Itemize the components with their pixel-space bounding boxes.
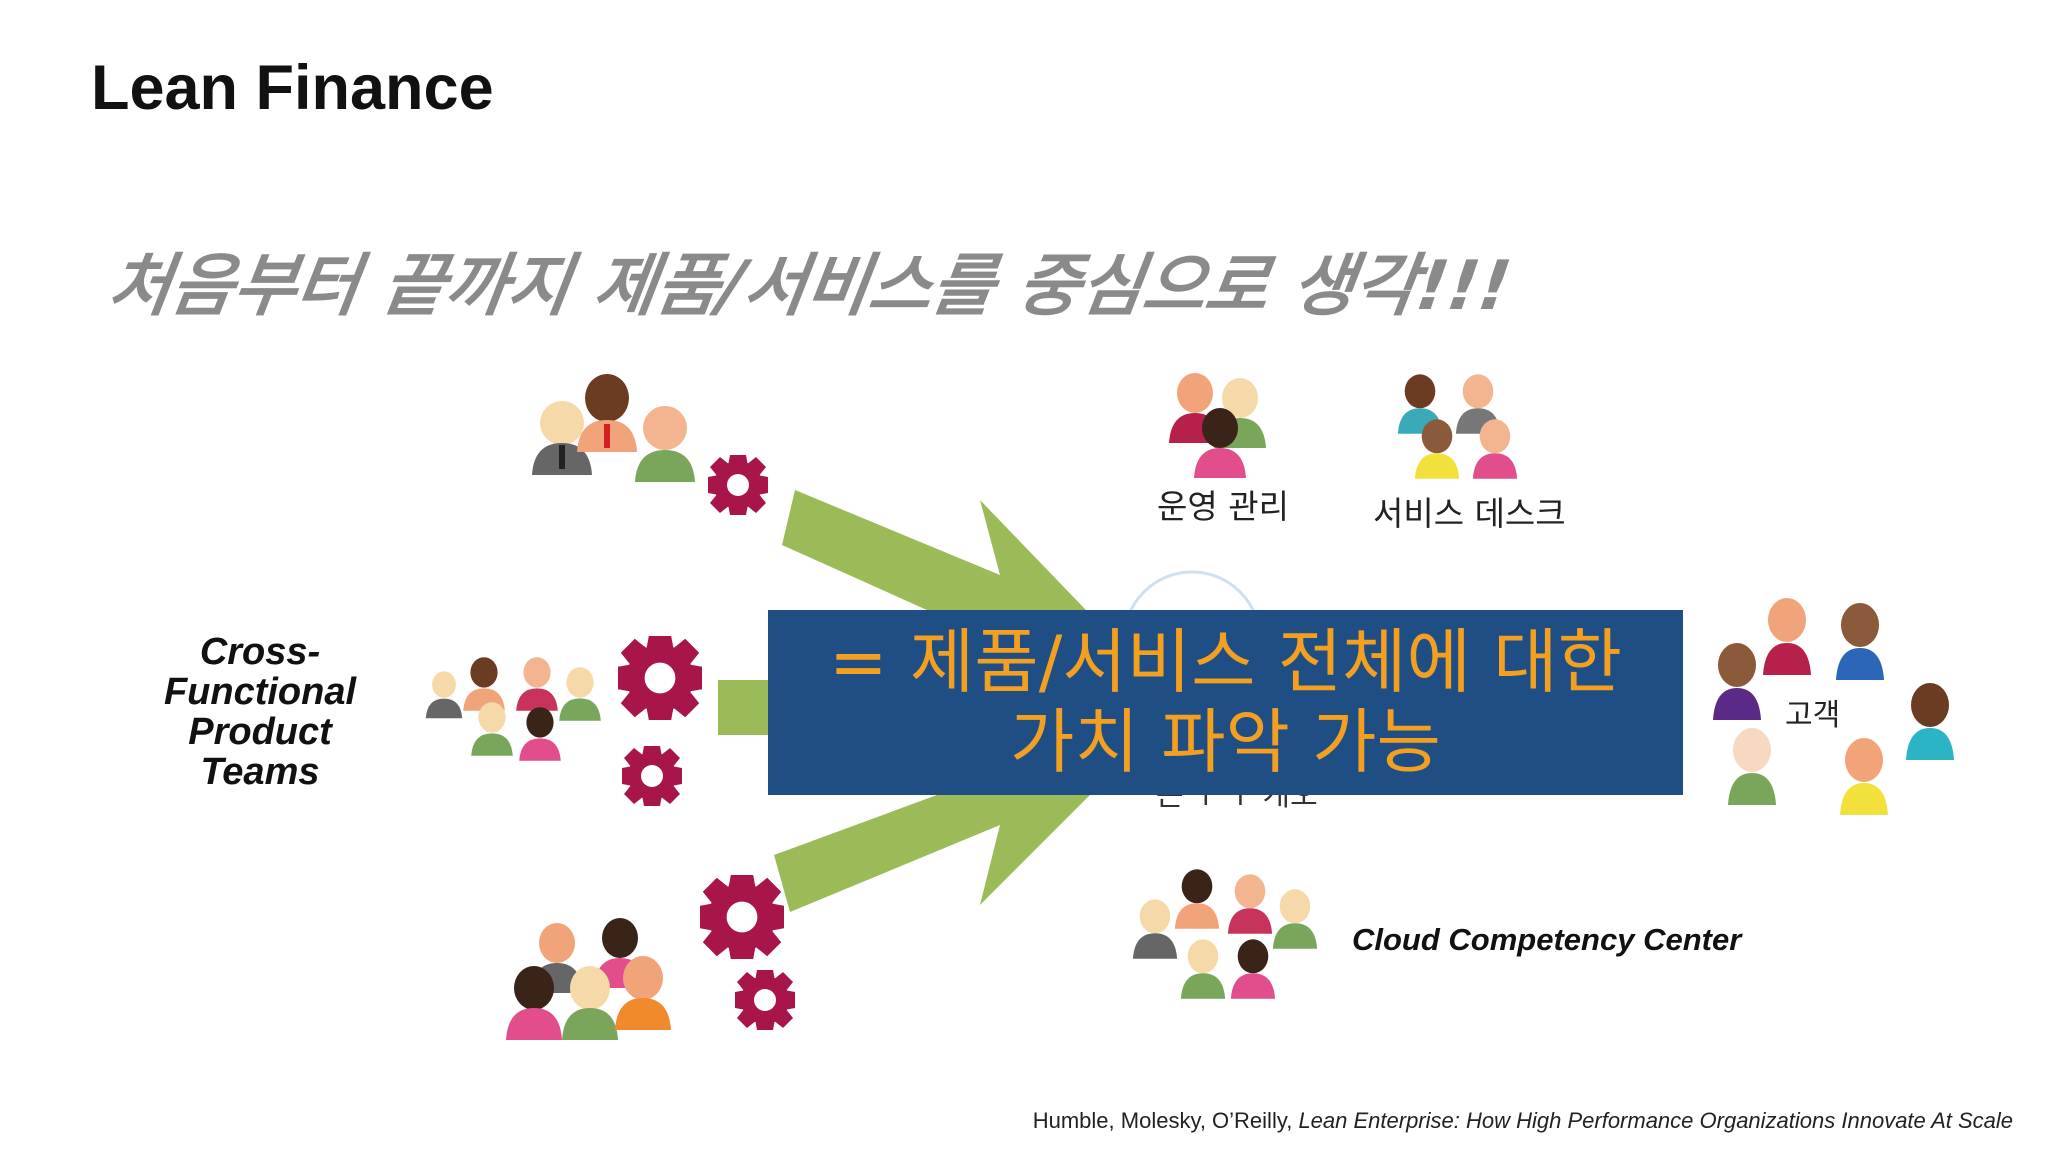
person-group-icon [425,657,601,761]
banner-line-2: 가치 파악 가능 [1010,701,1441,783]
person-group-icon [532,374,695,482]
person-group-icon [1169,373,1266,478]
citation-book: Lean Enterprise: How High Performance Or… [1298,1108,2013,1133]
customer-label: 고객 [1785,698,1841,733]
person-group-icon [506,918,671,1040]
person-group-icon [1397,374,1518,479]
gear-icon [700,875,784,959]
person-group-icon [1713,598,1954,815]
value-banner: = 제품/서비스 전체에 대한 가치 파악 가능 [768,610,1683,795]
person-group-icon [1132,869,1318,999]
gear-icon [735,970,795,1030]
gear-icon [622,746,682,806]
banner-line-1: = 제품/서비스 전체에 대한 [829,621,1622,703]
label-line: Product [188,711,332,753]
cross-functional-teams-label: Cross- Functional Product Teams [145,632,375,792]
cloud-competency-center-label: Cloud Competency Center [1352,922,1742,957]
label-line: Cross- [199,631,321,673]
page-title: Lean Finance [91,53,494,123]
gear-icon [708,455,768,515]
page-subtitle: 처음부터 끝까지 제품/서비스를 중심으로 생각!!! [103,247,1516,326]
label-line: Functional [163,671,357,713]
gear-icon [618,636,702,720]
operations-label: 운영 관리 [1157,487,1289,526]
label-line: Teams [200,751,320,793]
service-desk-label: 서비스 데스크 [1373,494,1566,533]
citation: Humble, Molesky, O’Reilly, Lean Enterpri… [1033,1108,2013,1134]
citation-authors: Humble, Molesky, O’Reilly, [1032,1108,1293,1133]
